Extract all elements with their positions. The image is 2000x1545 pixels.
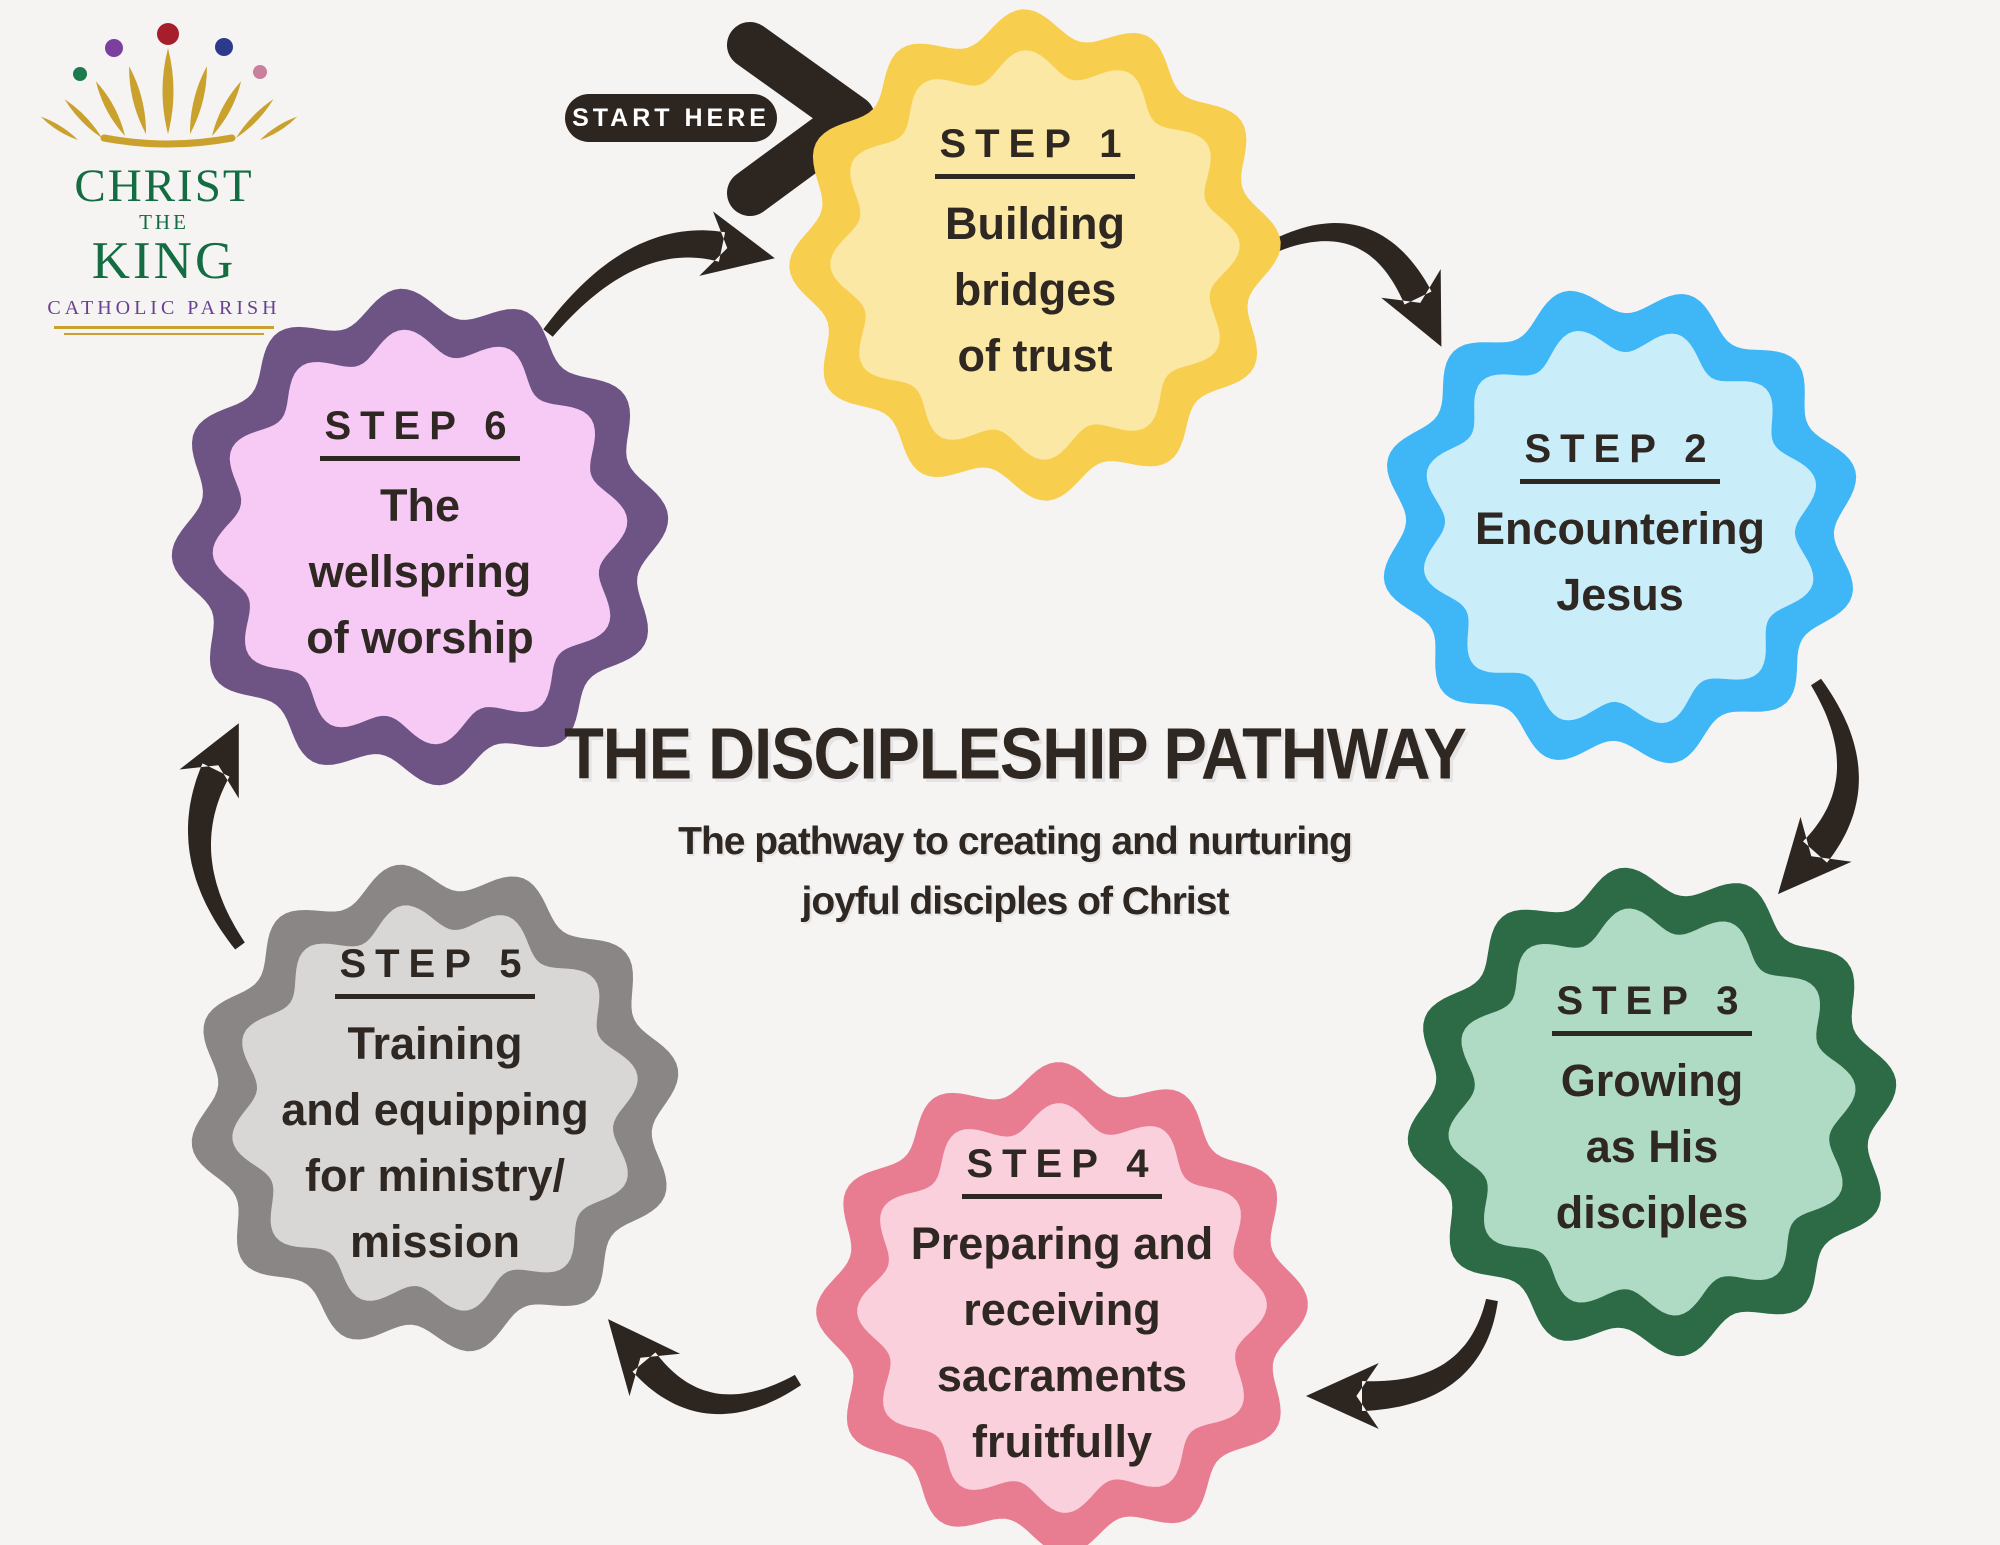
logo-gold-rule-thin (64, 333, 264, 335)
step-2-label: STEP 2 (1520, 427, 1720, 484)
crown-jewel (157, 23, 179, 45)
step-3-label: STEP 3 (1552, 979, 1752, 1036)
step-line: Preparing and (910, 1217, 1214, 1269)
step-3-node: STEP 3 Growing as His disciples (1402, 862, 1902, 1362)
crown-jewel (253, 65, 267, 79)
step-1-node: STEP 1 Building bridges of trust (785, 5, 1285, 505)
step-line: The (379, 479, 460, 531)
crown-jewel (105, 39, 123, 57)
step-5-scallop (191, 864, 679, 1352)
step-4-node: STEP 4 Preparing and receiving sacraments f… (812, 1058, 1312, 1545)
crown-jewel (215, 38, 233, 56)
crown-petal (212, 81, 242, 136)
step-line: for ministry/ (304, 1149, 566, 1201)
crown-petal (236, 99, 274, 138)
logo-christ-text: CHRIST (74, 160, 254, 212)
step-line: Encountering (1475, 502, 1765, 554)
page-subtitle-line2: joyful disciples of Christ (801, 880, 1230, 923)
page-subtitle-line1: The pathway to creating and nurturing (678, 820, 1353, 863)
step-1-description: Building bridges of trust (945, 191, 1125, 389)
step-1-label: STEP 1 (935, 122, 1135, 179)
crown-petal (189, 66, 207, 134)
crown-jewel (73, 67, 87, 81)
crown-petal (64, 99, 102, 138)
step-6-scallop (171, 288, 669, 786)
step-line: disciples (1555, 1186, 1749, 1238)
crown-petal (40, 116, 78, 140)
step-6-description: The wellspring of worship (306, 473, 533, 671)
step-line: Growing (1560, 1054, 1744, 1106)
crown-petal (95, 81, 125, 136)
step-line: fruitfully (972, 1415, 1152, 1467)
step-4-scallop (816, 1062, 1308, 1545)
crown-base (100, 134, 236, 148)
crown-petal (129, 66, 147, 134)
logo-catholic-parish-text: CATHOLIC PARISH (47, 297, 281, 319)
step-line: sacraments (936, 1349, 1188, 1401)
step-4-label: STEP 4 (962, 1142, 1162, 1199)
crown-icon (40, 23, 298, 148)
step-line: Training (347, 1017, 523, 1069)
step-3-scallop (1407, 867, 1897, 1357)
step-5-node: STEP 5 Training and equipping for ministry… (185, 858, 685, 1358)
center-title-block: THE DISCIPLESHIP PATHWAY The pathway to … (450, 713, 1580, 932)
step-line: receiving (963, 1283, 1161, 1335)
step-line: Jesus (1556, 568, 1684, 620)
step-5-description: Training and equipping for ministry/missio… (281, 1011, 588, 1275)
step-6-label: STEP 6 (320, 404, 520, 461)
step-1-scallop (789, 9, 1281, 501)
step-6-node: STEP 6 The wellspring of worship (167, 284, 673, 790)
step-line: bridges (953, 263, 1117, 315)
crown-petal (162, 48, 174, 134)
step-3-description: Growing as His disciples (1556, 1048, 1749, 1246)
start-here-badge: START HERE (565, 94, 777, 142)
step-4-description: Preparing and receiving sacraments fruitful… (911, 1211, 1214, 1475)
step-line: wellspring (308, 545, 532, 597)
step-line: and equipping (281, 1083, 589, 1135)
step-5-label: STEP 5 (335, 942, 535, 999)
logo-the-text: THE (139, 210, 189, 234)
step-line: Building (945, 197, 1125, 249)
logo-gold-rule (54, 326, 274, 329)
step-line: mission (349, 1215, 521, 1267)
step-2-scallop (1383, 290, 1857, 764)
step-line: of worship (306, 611, 534, 663)
parish-logo: CHRIST THE KING CATHOLIC PARISH (28, 8, 300, 335)
page-title: THE DISCIPLESHIP PATHWAY (564, 712, 1467, 795)
step-line: as His (1585, 1120, 1719, 1172)
step-line: of trust (957, 329, 1113, 381)
crown-petal (260, 116, 298, 140)
logo-king-text: KING (91, 232, 237, 290)
